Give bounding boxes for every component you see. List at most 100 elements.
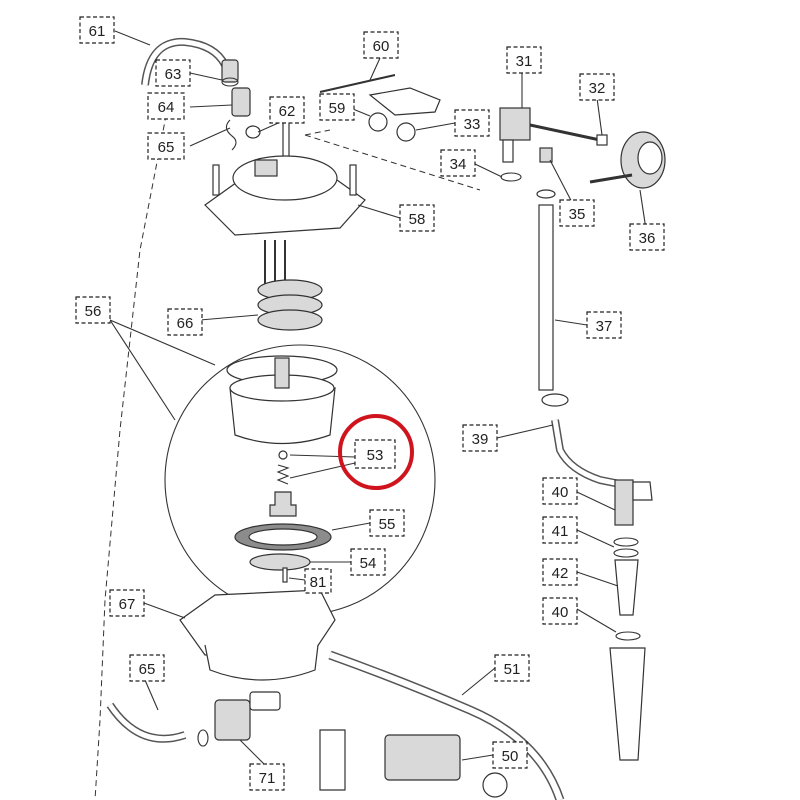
leader-56b	[109, 319, 216, 366]
callout-60: 60	[363, 31, 399, 59]
callout-53: 53	[354, 439, 396, 469]
svg-text:71: 71	[259, 770, 276, 787]
svg-text:59: 59	[329, 100, 346, 117]
callout-59: 59	[319, 93, 355, 121]
clamp-top	[536, 189, 556, 199]
svg-text:36: 36	[639, 230, 656, 247]
nozzle-42	[614, 559, 639, 616]
o-ring-71	[197, 729, 209, 747]
callout-36: 36	[629, 223, 665, 251]
callout-37: 37	[586, 311, 622, 339]
hose-65b-inner	[107, 703, 186, 742]
bracket-59	[368, 87, 441, 116]
callout-71: 71	[249, 763, 285, 791]
svg-text:35: 35	[569, 206, 586, 223]
button-33	[396, 122, 416, 142]
callout-32: 32	[579, 73, 615, 101]
svg-text:53: 53	[367, 447, 384, 464]
svg-text:67: 67	[119, 596, 136, 613]
pump-port	[482, 772, 508, 798]
steam-pipe-37	[538, 204, 554, 391]
svg-text:51: 51	[504, 661, 521, 678]
fitting-71	[214, 699, 251, 741]
svg-text:34: 34	[450, 156, 467, 173]
pump-50	[384, 734, 461, 781]
heater-terminal	[254, 159, 278, 177]
boiler-base-cup	[204, 644, 319, 681]
callout-63: 63	[155, 59, 191, 87]
top-dash-line	[304, 129, 481, 191]
clamp-bottom	[541, 393, 569, 407]
frother-tip	[609, 647, 646, 761]
wand-clip	[632, 481, 653, 501]
knob-face	[637, 141, 663, 175]
callout-58: 58	[399, 204, 435, 232]
wand-connector	[614, 479, 634, 526]
fitting-64	[231, 87, 251, 117]
o-ring-34	[500, 172, 522, 182]
bolt-left	[212, 164, 220, 196]
bolt-right	[349, 164, 357, 196]
svg-text:40: 40	[552, 484, 569, 501]
svg-text:61: 61	[89, 23, 106, 40]
callout-55: 55	[369, 509, 405, 537]
leader-56a	[109, 319, 176, 421]
fitting-63	[221, 59, 239, 83]
callout-35: 35	[559, 199, 595, 227]
callout-51: 51	[494, 654, 530, 682]
gasket-55-inner	[248, 528, 318, 546]
svg-text:65: 65	[139, 661, 156, 678]
svg-text:37: 37	[596, 318, 613, 335]
callout-40-lower: 40	[542, 597, 578, 625]
callout-67: 67	[109, 589, 145, 617]
svg-text:42: 42	[552, 565, 569, 582]
callout-66: 66	[167, 308, 203, 336]
svg-text:33: 33	[464, 116, 481, 133]
svg-text:81: 81	[310, 574, 327, 591]
screw-62	[282, 117, 290, 159]
svg-text:63: 63	[165, 66, 182, 83]
svg-text:62: 62	[279, 103, 296, 120]
svg-text:32: 32	[589, 80, 606, 97]
fitting-71-arm	[249, 691, 281, 711]
callout-81: 81	[304, 568, 332, 594]
clip-65	[225, 119, 237, 151]
callout-31: 31	[506, 46, 542, 74]
callout-50: 50	[492, 741, 528, 769]
callout-41: 41	[542, 516, 578, 544]
boiler-base-67	[179, 589, 336, 656]
heating-coil-66	[257, 240, 323, 331]
filter-54	[249, 553, 311, 571]
valve-body	[269, 491, 297, 517]
callout-65-top: 65	[147, 132, 185, 160]
washer-62	[245, 125, 261, 139]
heater-dome	[232, 155, 338, 201]
svg-text:60: 60	[373, 38, 390, 55]
callout-40-upper: 40	[542, 477, 578, 505]
knob-handle	[589, 173, 633, 184]
callout-33: 33	[454, 109, 490, 137]
callout-42: 42	[542, 558, 578, 586]
screw-32	[596, 134, 608, 146]
o-ring-40a	[613, 537, 639, 547]
svg-text:65: 65	[158, 139, 175, 156]
button-59	[368, 112, 388, 132]
boiler-post	[274, 357, 290, 389]
o-ring-40b	[615, 631, 641, 641]
fitting-35	[539, 147, 553, 163]
callout-54: 54	[350, 548, 386, 576]
pin-60	[319, 74, 396, 93]
callout-65-bottom: 65	[129, 654, 165, 682]
callout-64: 64	[147, 92, 185, 120]
svg-text:50: 50	[502, 748, 519, 765]
spring-53	[276, 464, 290, 485]
svg-text:66: 66	[177, 315, 194, 332]
svg-text:56: 56	[85, 303, 102, 320]
o-ring-63	[221, 77, 239, 87]
callout-62: 62	[269, 96, 305, 124]
screw-81	[282, 567, 288, 583]
ball-53	[278, 450, 288, 460]
svg-text:64: 64	[158, 99, 175, 116]
